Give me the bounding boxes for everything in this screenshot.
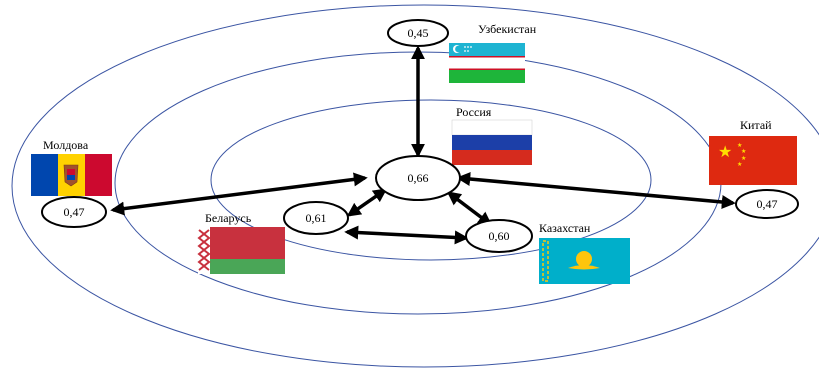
arrow-russia-belarus	[346, 188, 388, 217]
value-moldova: 0,47	[64, 205, 85, 219]
flag-kazakhstan	[539, 238, 630, 284]
flag-russia	[451, 119, 533, 165]
svg-text:★: ★	[737, 142, 742, 149]
arrow-russia-kazakhstan	[446, 191, 493, 226]
value-russia: 0,66	[408, 171, 429, 185]
svg-text:★: ★	[741, 148, 746, 155]
node-kazakhstan: 0,60	[465, 219, 533, 253]
node-belarus: 0,61	[283, 201, 349, 235]
label-uzbekistan: Узбекистан	[478, 22, 537, 36]
node-russia: 0,66	[375, 155, 461, 201]
flag-moldova	[31, 154, 112, 196]
flag-uzbekistan	[449, 43, 525, 83]
svg-text:★: ★	[718, 142, 732, 161]
node-china: 0,47	[735, 189, 799, 219]
node-uzbekistan: 0,45	[387, 19, 449, 47]
flag-china: ★ ★ ★ ★ ★	[709, 136, 797, 185]
value-kazakhstan: 0,60	[489, 229, 510, 243]
label-china: Китай	[740, 118, 772, 132]
value-belarus: 0,61	[306, 211, 327, 225]
label-russia: Россия	[456, 105, 492, 119]
node-moldova: 0,47	[41, 196, 107, 228]
value-uzbekistan: 0,45	[408, 26, 429, 40]
label-belarus: Беларусь	[205, 211, 252, 225]
outer-orbit	[11, 4, 819, 368]
flag-belarus	[197, 227, 285, 274]
label-moldova: Молдова	[43, 138, 89, 152]
arrow-russia-china	[456, 172, 736, 209]
svg-text:★: ★	[737, 161, 742, 168]
arrow-russia-moldova	[110, 172, 368, 216]
arrow-belarus-kazakhstan	[344, 225, 469, 245]
value-china: 0,47	[757, 197, 778, 211]
svg-text:★: ★	[741, 155, 746, 162]
arrows	[110, 45, 736, 245]
label-kazakhstan: Казахстан	[539, 221, 591, 235]
